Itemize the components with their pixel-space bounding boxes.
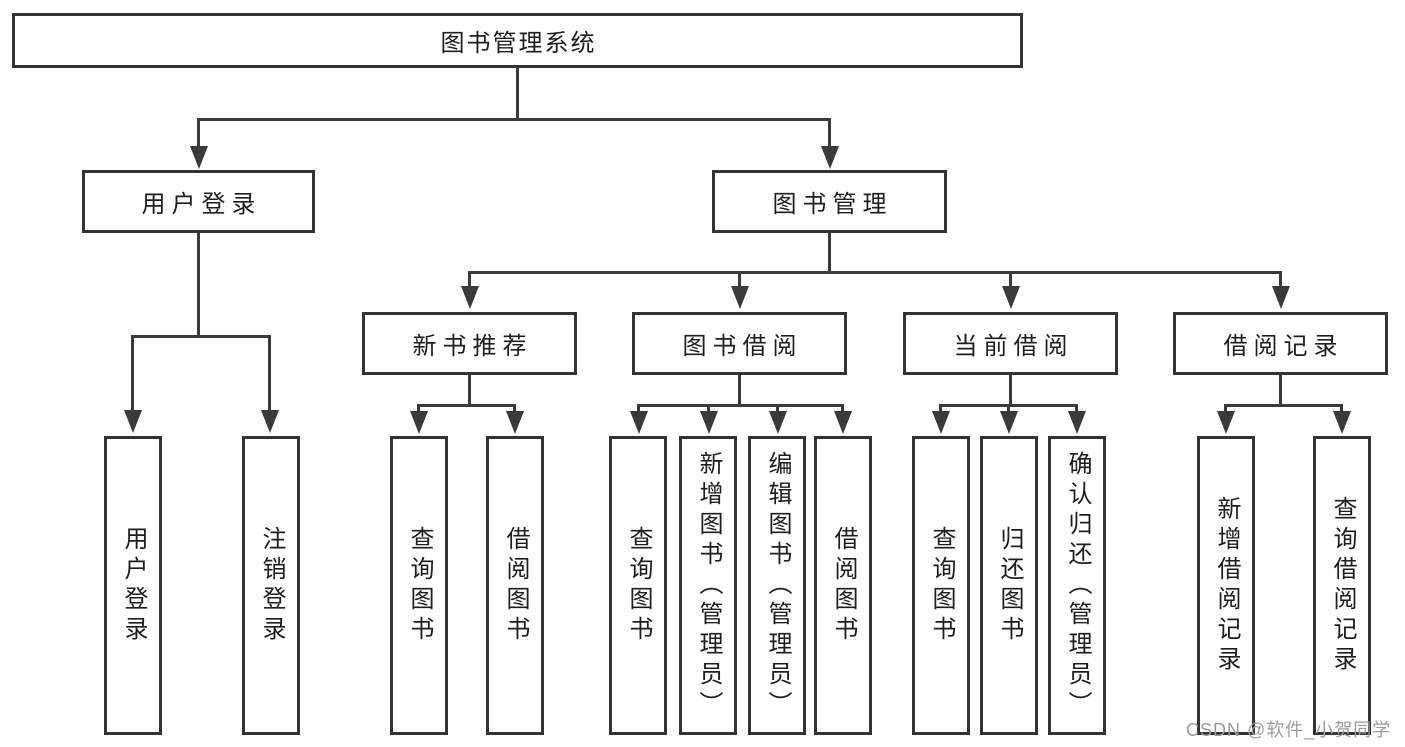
- arrowhead-down-icon: [190, 146, 208, 169]
- connector-bookmgmt-drop: [738, 271, 741, 287]
- leaf-query-books-recommend: 查询图书: [390, 436, 448, 735]
- connector-newbook-trunk: [468, 375, 471, 407]
- connector-newbook-crossbar: [417, 404, 516, 407]
- arrowhead-down-icon: [769, 411, 787, 434]
- connector-root-left-drop: [197, 118, 200, 149]
- leaf-label: 确认归还（管理员）: [1064, 450, 1091, 721]
- leaf-user-login: 用户登录: [104, 436, 162, 735]
- connector-borrow-drop: [707, 404, 710, 413]
- leaf-borrow-books: 借阅图书: [814, 436, 872, 735]
- connector-bookmgmt-crossbar: [468, 271, 1282, 274]
- connector-root-crossbar: [197, 118, 831, 121]
- connector-borrow-trunk: [738, 375, 741, 407]
- leaf-query-borrow-record: 查询借阅记录: [1313, 436, 1371, 735]
- arrowhead-down-icon: [261, 410, 279, 433]
- leaf-query-books-borrow: 查询图书: [609, 436, 667, 735]
- arrowhead-down-icon: [834, 411, 852, 434]
- connector-current-drop: [1007, 404, 1010, 413]
- leaf-label: 查询借阅记录: [1329, 495, 1356, 676]
- connector-records-drop: [1224, 404, 1227, 413]
- arrowhead-down-icon: [410, 411, 428, 434]
- connector-newbook-drop: [513, 404, 516, 413]
- leaf-label: 借阅图书: [502, 525, 529, 646]
- connector-userlogin-drop: [268, 335, 271, 411]
- connector-userlogin-drop: [131, 335, 134, 411]
- connector-bookmgmt-drop: [1279, 271, 1282, 287]
- arrowhead-down-icon: [461, 286, 479, 309]
- connector-records-drop: [1340, 404, 1343, 413]
- leaf-confirm-return-admin: 确认归还（管理员）: [1048, 436, 1106, 735]
- leaf-add-borrow-record: 新增借阅记录: [1197, 436, 1255, 735]
- connector-newbook-drop: [417, 404, 420, 413]
- leaf-label: 查询图书: [406, 525, 433, 646]
- node-new-book-recommend: 新书推荐: [362, 312, 577, 375]
- node-book-management: 图书管理: [712, 170, 947, 233]
- arrowhead-down-icon: [506, 411, 524, 434]
- node-library-management-system: 图书管理系统: [12, 13, 1023, 68]
- connector-userlogin-crossbar: [131, 335, 271, 338]
- arrowhead-down-icon: [1002, 286, 1020, 309]
- arrowhead-down-icon: [1272, 286, 1290, 309]
- arrowhead-down-icon: [630, 411, 648, 434]
- leaf-edit-book-admin: 编辑图书（管理员）: [748, 436, 806, 735]
- connector-records-trunk: [1279, 375, 1282, 407]
- node-user-login: 用户登录: [82, 170, 315, 233]
- connector-borrow-drop: [637, 404, 640, 413]
- leaf-label: 借阅图书: [830, 525, 857, 646]
- leaf-label: 编辑图书（管理员）: [764, 450, 791, 721]
- connector-current-drop: [1075, 404, 1078, 413]
- leaf-label: 查询图书: [625, 525, 652, 646]
- leaf-label: 用户登录: [120, 525, 147, 646]
- leaf-label: 新增借阅记录: [1213, 495, 1240, 676]
- node-borrow-records: 借阅记录: [1173, 312, 1388, 375]
- arrowhead-down-icon: [932, 411, 950, 434]
- connector-root-right-drop: [828, 118, 831, 149]
- connector-borrow-crossbar: [637, 404, 844, 407]
- csdn-watermark: CSDN @软件_小贺同学: [1186, 720, 1392, 740]
- arrowhead-down-icon: [731, 286, 749, 309]
- connector-bookmgmt-drop: [1009, 271, 1012, 287]
- arrowhead-down-icon: [1000, 411, 1018, 434]
- arrowhead-down-icon: [1333, 411, 1351, 434]
- connector-borrow-drop: [841, 404, 844, 413]
- leaf-query-books-current: 查询图书: [912, 436, 970, 735]
- arrowhead-down-icon: [821, 146, 839, 169]
- connector-current-trunk: [1009, 375, 1012, 407]
- leaf-return-book: 归还图书: [980, 436, 1038, 735]
- arrowhead-down-icon: [700, 411, 718, 434]
- arrowhead-down-icon: [1068, 411, 1086, 434]
- node-book-borrow: 图书借阅: [632, 312, 847, 375]
- leaf-label: 注销登录: [258, 525, 285, 646]
- connector-borrow-drop: [776, 404, 779, 413]
- connector-bookmgmt-drop: [468, 271, 471, 287]
- node-current-borrow: 当前借阅: [903, 312, 1118, 375]
- leaf-borrow-books-recommend: 借阅图书: [486, 436, 544, 735]
- leaf-add-book-admin: 新增图书（管理员）: [679, 436, 737, 735]
- leaf-label: 查询图书: [928, 525, 955, 646]
- leaf-logout: 注销登录: [242, 436, 300, 735]
- connector-root-trunk: [516, 68, 519, 121]
- connector-records-crossbar: [1224, 404, 1343, 407]
- arrowhead-down-icon: [1217, 411, 1235, 434]
- connector-bookmgmt-trunk: [828, 233, 831, 273]
- leaf-label: 归还图书: [996, 525, 1023, 646]
- leaf-label: 新增图书（管理员）: [695, 450, 722, 721]
- connector-current-drop: [939, 404, 942, 413]
- arrowhead-down-icon: [124, 410, 142, 433]
- connector-userlogin-trunk: [197, 233, 200, 337]
